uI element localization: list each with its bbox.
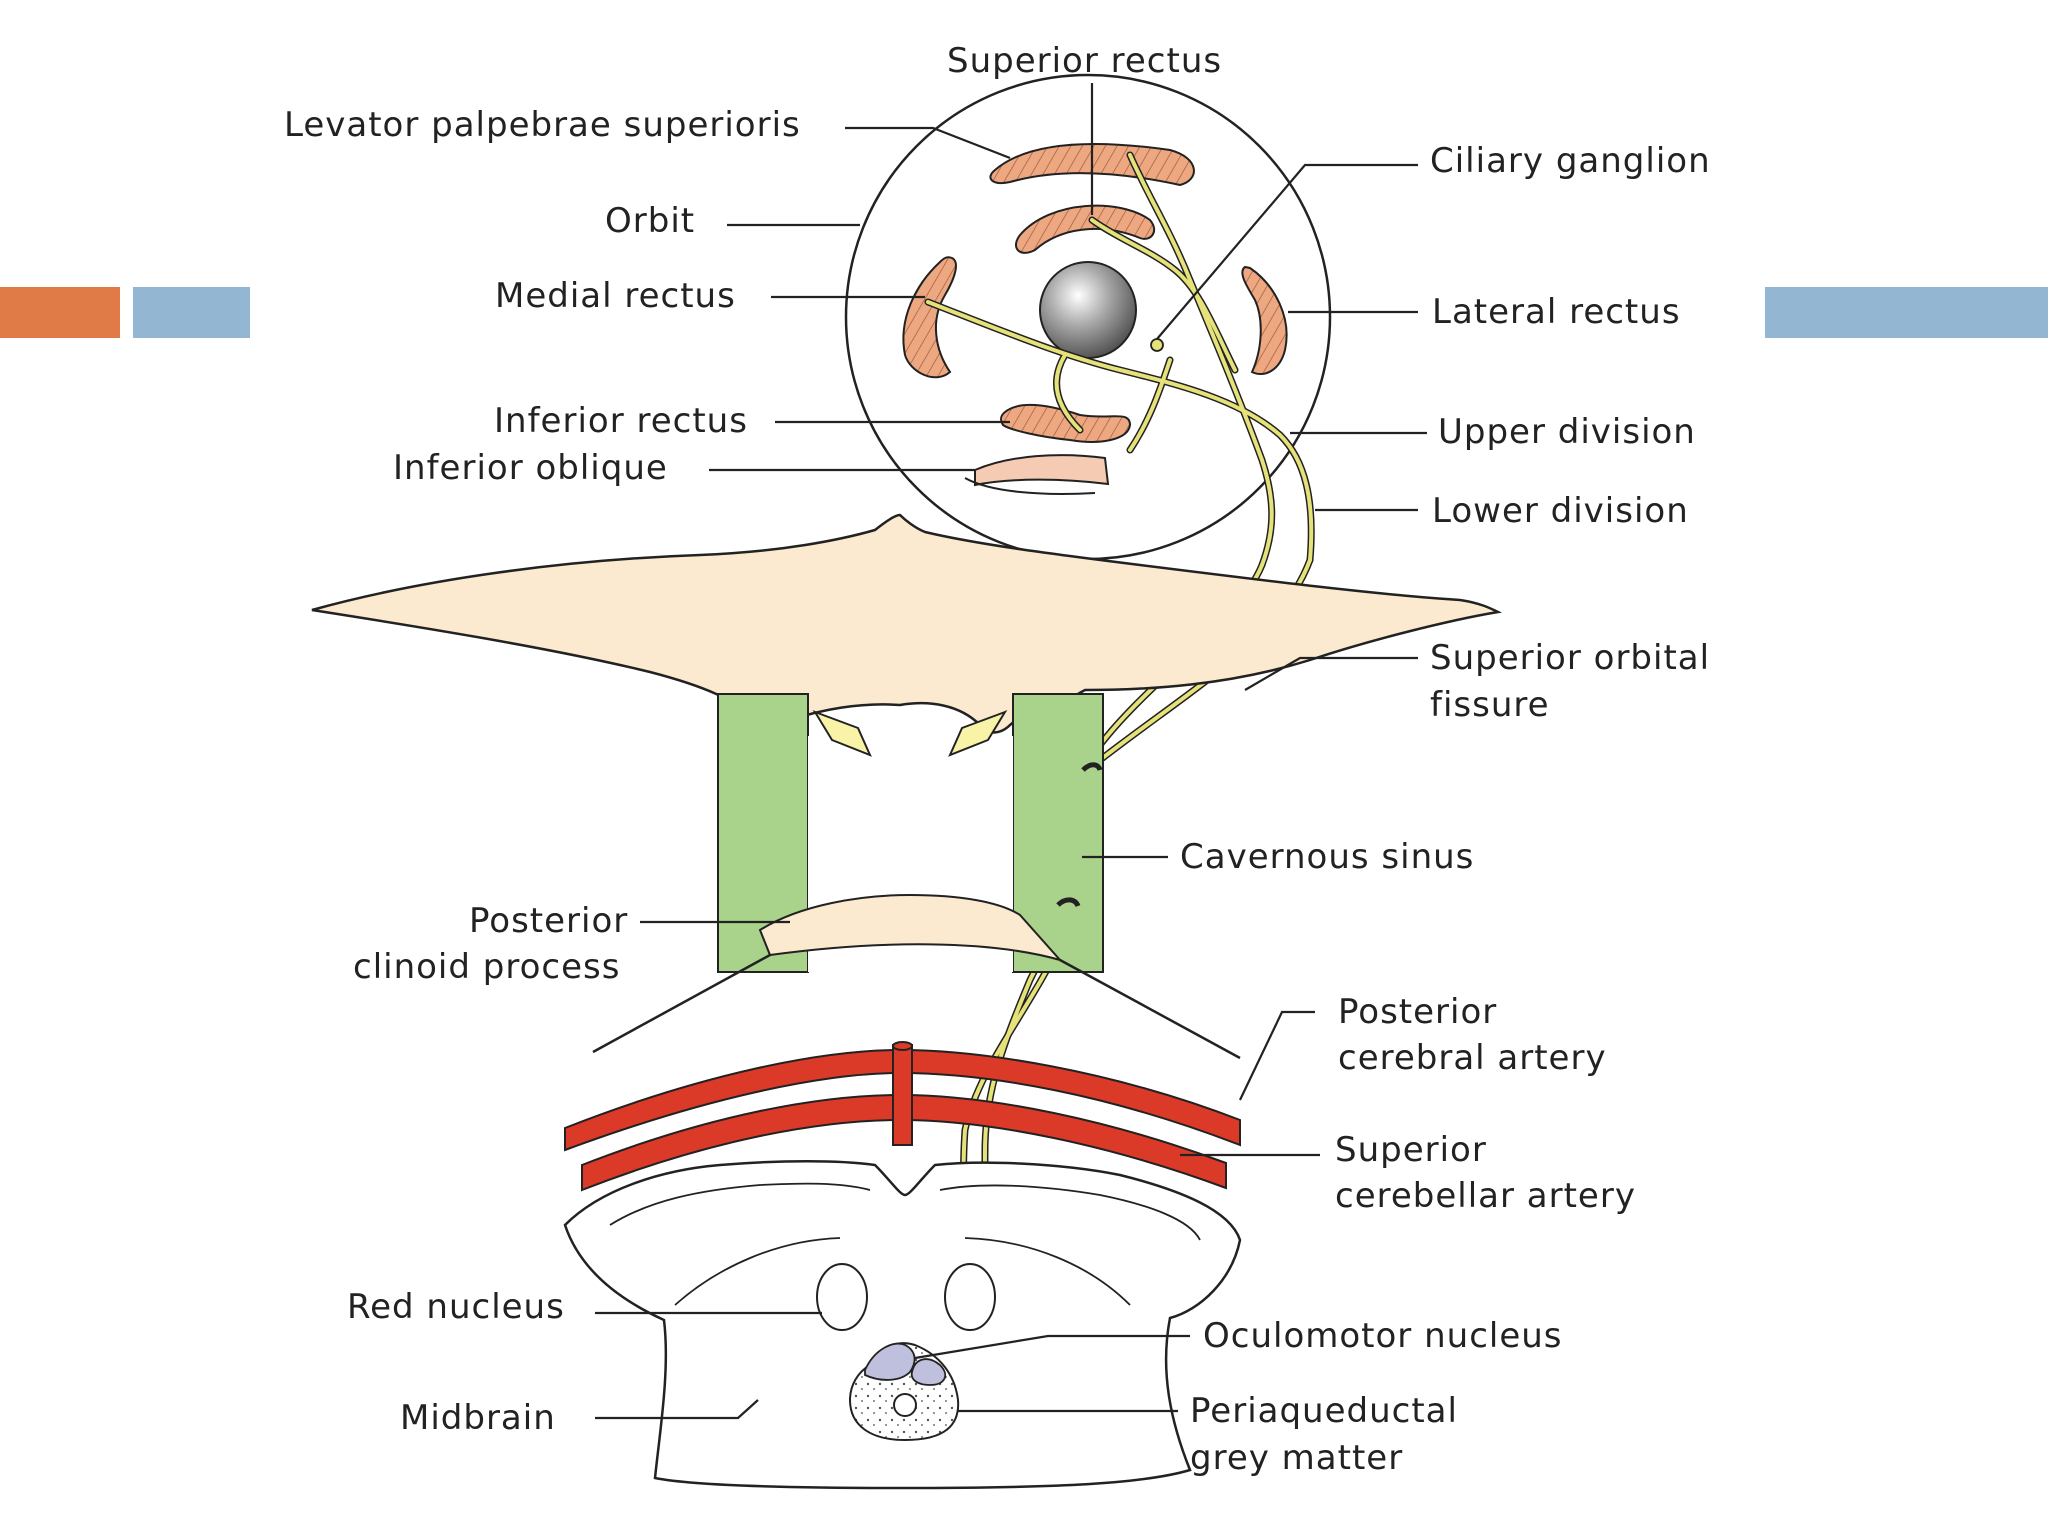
tentorium-right [1059, 958, 1241, 1060]
label-superior-orbital-line1: Superior orbital [1430, 638, 1710, 678]
sinus-nerve-markers [1056, 762, 1103, 908]
label-superior-cerebellar-line2: cerebellar artery [1335, 1176, 1636, 1216]
sphenoid-bone [311, 513, 1502, 734]
label-midbrain: Midbrain [400, 1398, 556, 1438]
accent-bar-blue-right [1765, 287, 2048, 338]
cerebral-aqueduct [893, 1393, 917, 1417]
label-ciliary-ganglion: Ciliary ganglion [1430, 141, 1711, 181]
label-superior-rectus: Superior rectus [947, 41, 1222, 81]
arteries [564, 1041, 1241, 1192]
labels: Superior rectus Levator palpebrae superi… [284, 41, 1711, 1478]
midbrain-inner-contour [609, 1182, 1201, 1306]
optic-nerve-stumps [812, 710, 1008, 757]
label-lateral-rectus: Lateral rectus [1432, 292, 1681, 332]
label-superior-cerebellar-line1: Superior [1335, 1130, 1487, 1170]
label-periaqueductal-line1: Periaqueductal [1190, 1391, 1458, 1431]
accent-bar-orange [0, 287, 120, 338]
red-nucleus-right [944, 1263, 996, 1331]
label-posterior-cerebral-line1: Posterior [1338, 992, 1497, 1032]
basilar-artery [892, 1044, 913, 1146]
eyeball [1039, 261, 1137, 359]
label-lower-division: Lower division [1432, 491, 1689, 531]
label-oculomotor-nucleus: Oculomotor nucleus [1203, 1316, 1563, 1356]
ciliary-ganglion [1150, 338, 1164, 352]
superior-rectus-muscle [1015, 204, 1156, 254]
label-inferior-oblique: Inferior oblique [393, 448, 668, 488]
accent-bar-blue-left [133, 287, 250, 338]
medial-rectus-muscle [902, 256, 957, 379]
inferior-oblique-muscle [974, 454, 1110, 487]
superior-cerebellar-artery [581, 1093, 1227, 1192]
basilar-artery-top [892, 1041, 913, 1051]
label-posterior-cerebral-line2: cerebral artery [1338, 1038, 1607, 1078]
label-superior-orbital-line2: fissure [1430, 685, 1550, 725]
midbrain [563, 1160, 1242, 1490]
oculomotor-nucleus [864, 1342, 947, 1386]
orbit-group [844, 73, 1332, 561]
leader-lines [595, 83, 1427, 1420]
label-medial-rectus: Medial rectus [495, 276, 736, 316]
label-cavernous-sinus: Cavernous sinus [1180, 837, 1474, 877]
posterior-clinoid-process [758, 893, 1064, 962]
label-upper-division: Upper division [1438, 412, 1696, 452]
tentorium-left [592, 953, 771, 1054]
inferior-oblique-arc [964, 477, 1096, 495]
label-periaqueductal-line2: grey matter [1190, 1438, 1403, 1478]
label-levator: Levator palpebrae superioris [284, 105, 801, 145]
posterior-cerebral-artery [564, 1048, 1241, 1152]
label-posterior-clinoid-line2: clinoid process [353, 947, 620, 987]
label-inferior-rectus: Inferior rectus [494, 401, 748, 441]
lateral-rectus-muscle [1241, 265, 1288, 375]
red-nucleus-left [816, 1263, 868, 1331]
label-red-nucleus: Red nucleus [347, 1287, 565, 1327]
label-orbit: Orbit [605, 201, 695, 241]
label-posterior-clinoid-line1: Posterior [469, 901, 628, 941]
